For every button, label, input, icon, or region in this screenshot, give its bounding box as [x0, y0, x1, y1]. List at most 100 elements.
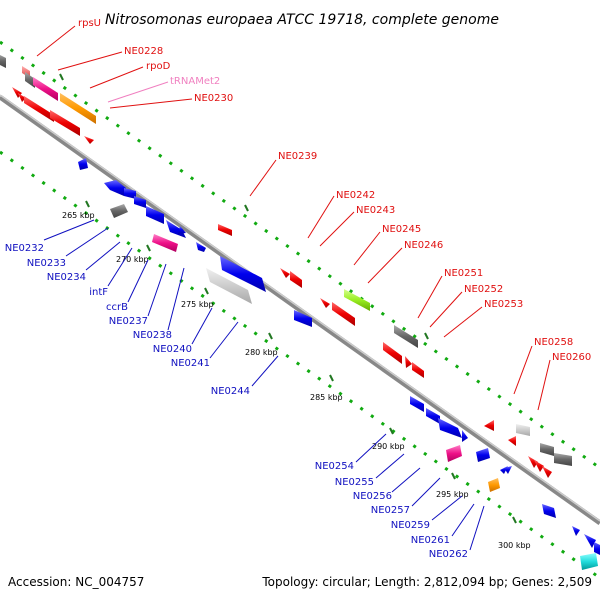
- gene-label-NE0245: NE0245: [382, 224, 421, 235]
- genome-summary-text: Topology: circular; Length: 2,812,094 bp…: [261, 575, 592, 589]
- leader-line: [191, 307, 213, 345]
- leader-line: [36, 25, 76, 57]
- gene-label-NE0255: NE0255: [335, 477, 374, 488]
- gene-arrow: [534, 460, 544, 472]
- leader-line: [109, 98, 193, 109]
- scale-tick: [451, 472, 456, 480]
- gene-label-NE0237: NE0237: [109, 316, 148, 327]
- scale-tick: [146, 244, 151, 252]
- forward-genes: [0, 55, 572, 478]
- reverse-genes: [78, 158, 600, 570]
- gene-block: [594, 542, 600, 555]
- gene-block: [383, 342, 402, 364]
- gene-block: [488, 478, 500, 492]
- leader-line: [43, 219, 95, 241]
- gene-block: [332, 302, 355, 326]
- gene-arrow: [584, 534, 596, 548]
- leader-line: [307, 195, 335, 239]
- scale-tick: [268, 332, 273, 340]
- leader-line: [469, 505, 485, 551]
- scale-label: 285 kbp: [310, 393, 343, 402]
- scale-labels: 265 kbp 270 kbp 275 kbp 280 kbp 285 kbp …: [62, 211, 531, 550]
- leader-line: [451, 503, 475, 537]
- gene-arrow: [528, 456, 538, 468]
- gene-block: [290, 271, 302, 288]
- gene-label-rpsU: rpsU: [78, 18, 101, 29]
- scale-tick: [59, 73, 64, 81]
- gene-label-NE0233: NE0233: [27, 258, 66, 269]
- inner-dotted-track: [0, 150, 600, 580]
- gene-block: [438, 418, 462, 438]
- scale-label: 295 kbp: [436, 490, 469, 499]
- genome-backbone: [0, 94, 600, 526]
- leader-line: [319, 211, 355, 247]
- gene-label-NE0240: NE0240: [153, 344, 192, 355]
- leader-line: [353, 231, 381, 266]
- dotted-tracks: [0, 40, 600, 580]
- leader-lines: [36, 25, 551, 551]
- gene-arrow: [84, 136, 94, 144]
- scale-tick: [244, 204, 249, 212]
- gene-block: [110, 204, 128, 218]
- gene-label-NE0243: NE0243: [356, 205, 395, 216]
- gene-block: [134, 196, 146, 208]
- leader-line: [251, 355, 279, 387]
- leader-line: [417, 275, 443, 319]
- gene-label-NE0241: NE0241: [171, 358, 210, 369]
- leader-line: [65, 227, 109, 257]
- reverse-gene-labels: NE0232 NE0233 NE0234 intF ccrB NE0237 NE…: [5, 243, 468, 560]
- gene-block: [206, 268, 252, 304]
- gene-block: [410, 396, 424, 412]
- gene-label-NE0238: NE0238: [133, 330, 172, 341]
- gene-label-NE0260: NE0260: [552, 352, 591, 363]
- scale-tick: [424, 332, 429, 340]
- leader-line: [429, 291, 463, 328]
- gene-arrow: [508, 436, 516, 446]
- gene-arrow: [280, 268, 290, 278]
- gene-arrow: [542, 466, 552, 478]
- leader-line: [85, 241, 121, 271]
- gene-label-NE0253: NE0253: [484, 299, 523, 310]
- gene-block: [146, 206, 164, 224]
- gene-block: [33, 77, 58, 101]
- gene-label-NE0232: NE0232: [5, 243, 44, 254]
- scale-label: 280 kbp: [245, 348, 278, 357]
- gene-label-NE0252: NE0252: [464, 284, 503, 295]
- map-title: Nitrosomonas europaea ATCC 19718, comple…: [105, 12, 499, 28]
- gene-block: [294, 310, 312, 327]
- accession-text: Accession: NC_004757: [8, 575, 144, 589]
- gene-label-NE0244: NE0244: [211, 386, 250, 397]
- scale-label: 275 kbp: [181, 300, 214, 309]
- gene-block: [104, 180, 126, 196]
- gene-label-intF: intF: [89, 287, 108, 298]
- gene-label-NE0246: NE0246: [404, 240, 443, 251]
- gene-block: [78, 158, 88, 170]
- scale-ticks: [59, 73, 517, 524]
- scale-tick: [329, 374, 334, 382]
- gene-label-tRNAMet2: tRNAMet2: [170, 76, 220, 87]
- leader-line: [107, 81, 169, 103]
- gene-block: [516, 424, 530, 436]
- gene-block: [426, 408, 440, 424]
- gene-arrow: [572, 526, 580, 536]
- genome-backbone-highlight: [0, 94, 600, 522]
- scale-tick: [389, 427, 394, 435]
- scale-label: 270 kbp: [116, 255, 149, 264]
- gene-block: [220, 256, 266, 292]
- gene-arrow: [196, 242, 206, 252]
- gene-arrow: [462, 430, 468, 442]
- gene-label-ccrB: ccrB: [106, 302, 128, 313]
- gene-arrow: [405, 356, 412, 368]
- outer-dotted-track: [0, 40, 600, 470]
- gene-arrow: [178, 226, 186, 234]
- gene-label-NE0261: NE0261: [411, 535, 450, 546]
- forward-gene-labels: rpsU NE0228 rpoD tRNAMet2 NE0230 NE0239 …: [78, 18, 591, 363]
- scale-label: 265 kbp: [62, 211, 95, 220]
- gene-block: [540, 443, 554, 456]
- gene-label-NE0251: NE0251: [444, 268, 483, 279]
- gene-label-NE0239: NE0239: [278, 151, 317, 162]
- gene-block: [50, 110, 80, 136]
- gene-label-NE0262: NE0262: [429, 549, 468, 560]
